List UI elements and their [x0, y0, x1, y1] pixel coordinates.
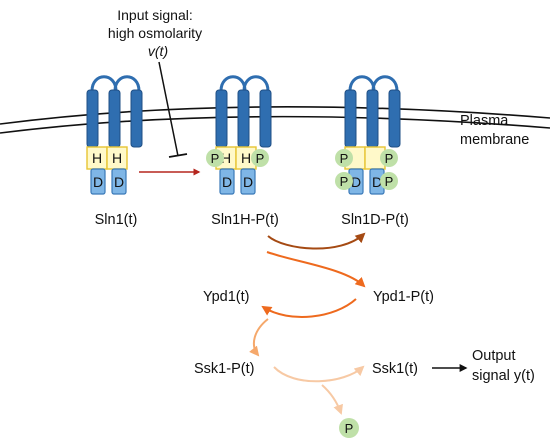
plasma-membrane-label: Plasma membrane: [460, 113, 529, 148]
h-domain-label: H: [92, 150, 102, 166]
d-domain: [111, 168, 127, 195]
released-phosphate-circle: [339, 418, 359, 438]
input-signal-label: Input signal: high osmolarity v(t): [108, 7, 202, 59]
d-domain-label: D: [372, 174, 382, 190]
d-domain-label: D: [93, 174, 103, 190]
sln1h-p-receptor: H H D D P P: [206, 75, 272, 195]
inhibition-arrow: [158, 61, 188, 158]
sln1-receptor: H H D D: [86, 75, 143, 195]
sln1d-p-receptor: D D P P P P: [335, 75, 401, 195]
input-signal-line2: high osmolarity: [108, 25, 202, 41]
loop: [348, 75, 376, 92]
loop: [371, 75, 399, 92]
transmembrane-helix: [366, 89, 379, 148]
phosphate-label: P: [256, 151, 265, 166]
input-signal-line1: Input signal:: [117, 7, 193, 23]
relay-arrow-ypd1-phosphorylation: [266, 251, 366, 288]
transmembrane-helix: [237, 89, 250, 148]
phosphate-circle: [251, 149, 269, 167]
d-domain-label: D: [114, 174, 124, 190]
phosphate-circle: [335, 172, 353, 190]
transmembrane-helix: [344, 89, 357, 148]
ssk1-label: Ssk1(t): [372, 361, 418, 377]
output-signal-line2: signal y(t): [472, 368, 535, 384]
phosphate-label: P: [340, 151, 349, 166]
relay-arrow-ypd1-p-to-ypd1: [261, 298, 357, 318]
phosphate-circle: [380, 172, 398, 190]
loop: [90, 75, 118, 92]
released-phosphate-label: P: [345, 421, 354, 436]
phosphate-label: P: [385, 151, 394, 166]
relay-arrow-sln1h-to-sln1d: [267, 232, 366, 250]
transmembrane-helix: [388, 89, 401, 148]
relay-arrow-ssk1-p-to-ssk1: [273, 365, 365, 383]
ypd1-p-label: Ypd1-P(t): [373, 289, 434, 305]
transmembrane-helix: [86, 89, 99, 148]
sln1-label: Sln1(t): [95, 212, 138, 228]
input-signal-variable: v(t): [148, 43, 168, 59]
phosphate-circle: [380, 149, 398, 167]
loop: [113, 75, 141, 92]
output-signal-line1: Output: [472, 348, 516, 364]
h-domain-label: H: [241, 150, 251, 166]
membrane-label-line2: membrane: [460, 132, 529, 148]
ssk1-p-label: Ssk1-P(t): [194, 361, 254, 377]
d-domain: [219, 168, 235, 195]
relay-arrow-ssk1-phosphorylation: [249, 318, 269, 357]
membrane-label-line1: Plasma: [460, 113, 509, 129]
phosphate-circle: [206, 149, 224, 167]
plasma-membrane: [0, 106, 550, 134]
h-domain-label: H: [112, 150, 122, 166]
ypd1-label: Ypd1(t): [203, 289, 249, 305]
d-domain-label: D: [351, 174, 361, 190]
d-domain-label: D: [243, 174, 253, 190]
transmembrane-helix: [130, 89, 143, 148]
inhibition-line: [158, 61, 179, 157]
sln1h-p-label: Sln1H-P(t): [211, 212, 279, 228]
membrane-outer-line: [0, 106, 550, 125]
d-domain: [90, 168, 106, 195]
phosphate-label: P: [340, 174, 349, 189]
phosphate-label: P: [211, 151, 220, 166]
transmembrane-helix: [108, 89, 121, 148]
transmembrane-helix: [259, 89, 272, 148]
phosphate-circle: [335, 149, 353, 167]
output-signal-label: Output signal y(t): [472, 348, 535, 384]
transmembrane-helix: [215, 89, 228, 148]
loop: [242, 75, 270, 92]
inhibition-bar: [168, 153, 188, 158]
loop: [219, 75, 247, 92]
membrane-inner-line: [0, 115, 550, 134]
d-domain-label: D: [222, 174, 232, 190]
phosphate-release-arrow: [321, 384, 343, 415]
h-domain-label: H: [221, 150, 231, 166]
phosphate-label: P: [385, 174, 394, 189]
sln1d-p-label: Sln1D-P(t): [341, 212, 409, 228]
d-domain: [240, 168, 256, 195]
